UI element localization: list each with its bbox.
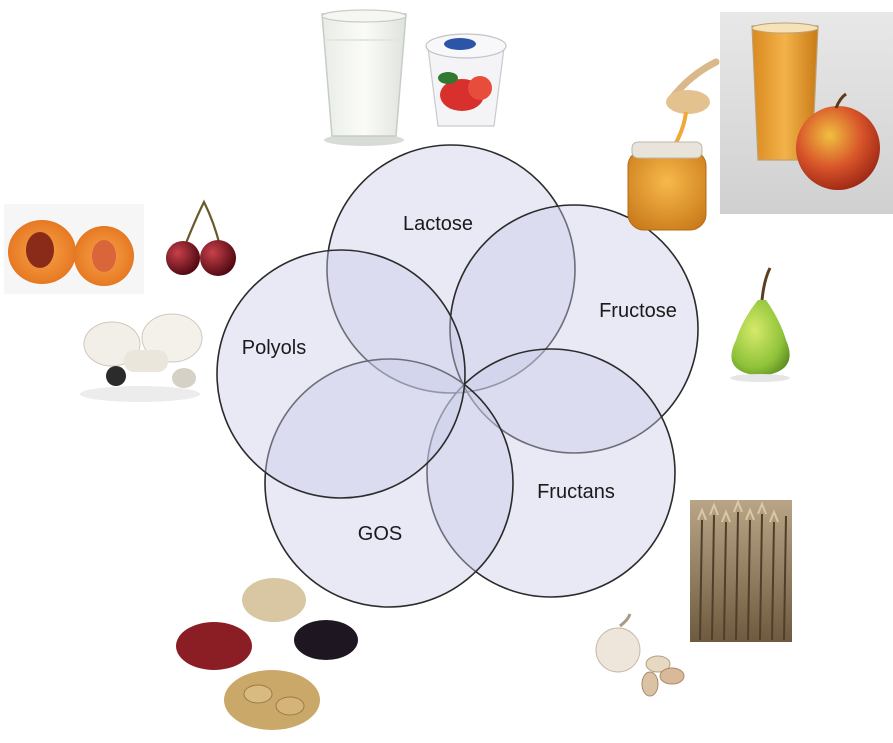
- yogurt-cup-image: [426, 34, 506, 126]
- apple-juice-image: [720, 12, 893, 214]
- peach-halves-image: [4, 204, 144, 294]
- honey-jar-image: [628, 62, 716, 230]
- label-polyols: Polyols: [242, 337, 306, 359]
- label-fructose: Fructose: [599, 300, 677, 322]
- wheat-field-image: [690, 500, 792, 642]
- circle-polyols: [217, 250, 465, 498]
- mushrooms-image: [80, 314, 202, 402]
- milk-glass-image: [322, 10, 406, 146]
- beans-image: [176, 578, 358, 730]
- label-lactose: Lactose: [403, 213, 473, 235]
- cherries-image: [166, 202, 236, 276]
- garlic-image: [596, 614, 684, 696]
- label-gos: GOS: [358, 523, 402, 545]
- label-fructans: Fructans: [537, 481, 615, 503]
- pear-image: [730, 268, 790, 382]
